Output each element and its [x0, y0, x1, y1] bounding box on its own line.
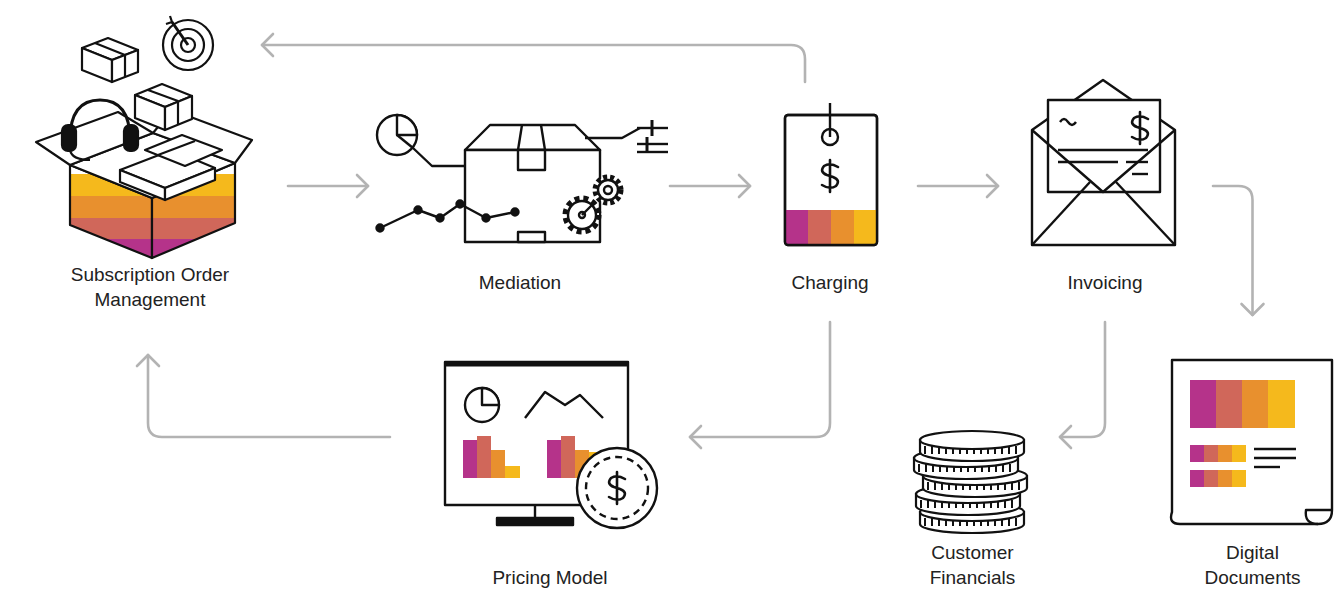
arrow-head	[357, 175, 368, 197]
connector-line	[690, 322, 830, 437]
connector-line	[1060, 322, 1105, 437]
arrow-head	[137, 355, 159, 366]
flow-arrow	[288, 175, 368, 197]
process-node: Invoicing	[1020, 78, 1190, 295]
process-node: Charging	[770, 100, 890, 295]
price-tag-icon	[785, 103, 877, 245]
node-label: Digital Documents	[1188, 540, 1318, 590]
arrow-head	[262, 34, 273, 56]
flow-arrow	[262, 34, 805, 82]
node-label: Pricing Model	[490, 565, 610, 590]
arrow-head	[987, 175, 998, 197]
flow-arrow	[137, 355, 390, 437]
node-label: Mediation	[420, 270, 620, 295]
node-label: Invoicing	[1025, 270, 1185, 295]
arrow-head	[690, 426, 701, 448]
document-icon	[1171, 360, 1332, 524]
arrow-head	[1242, 304, 1264, 315]
monitor-chart-icon	[445, 362, 657, 528]
node-label: Customer Financials	[913, 540, 1033, 590]
process-node: Customer Financials	[905, 430, 1040, 590]
connector-line	[262, 45, 805, 82]
flow-arrow	[690, 322, 830, 448]
process-node: Pricing Model	[435, 355, 665, 590]
process-node: Mediation	[375, 100, 665, 295]
flow-arrow	[1060, 322, 1105, 448]
coin-stack-icon	[914, 431, 1027, 533]
process-node: Digital Documents	[1165, 355, 1340, 590]
connector-line	[670, 185, 750, 188]
connector-line	[148, 355, 390, 437]
flow-arrow	[918, 175, 998, 197]
arrow-head	[739, 175, 750, 197]
mediation-box-icon	[377, 115, 669, 242]
process-node: Subscription Order Management	[40, 10, 260, 312]
arrow-head	[1060, 426, 1071, 448]
connector-line	[918, 185, 998, 188]
flow-arrow	[670, 175, 750, 197]
connector-line	[288, 185, 368, 188]
node-label: Subscription Order Management	[40, 262, 260, 312]
flow-arrow	[1213, 186, 1264, 315]
envelope-icon	[1032, 80, 1175, 245]
node-label: Charging	[770, 270, 890, 295]
connector-line	[1213, 186, 1253, 315]
subscription-box-icon	[36, 16, 252, 258]
